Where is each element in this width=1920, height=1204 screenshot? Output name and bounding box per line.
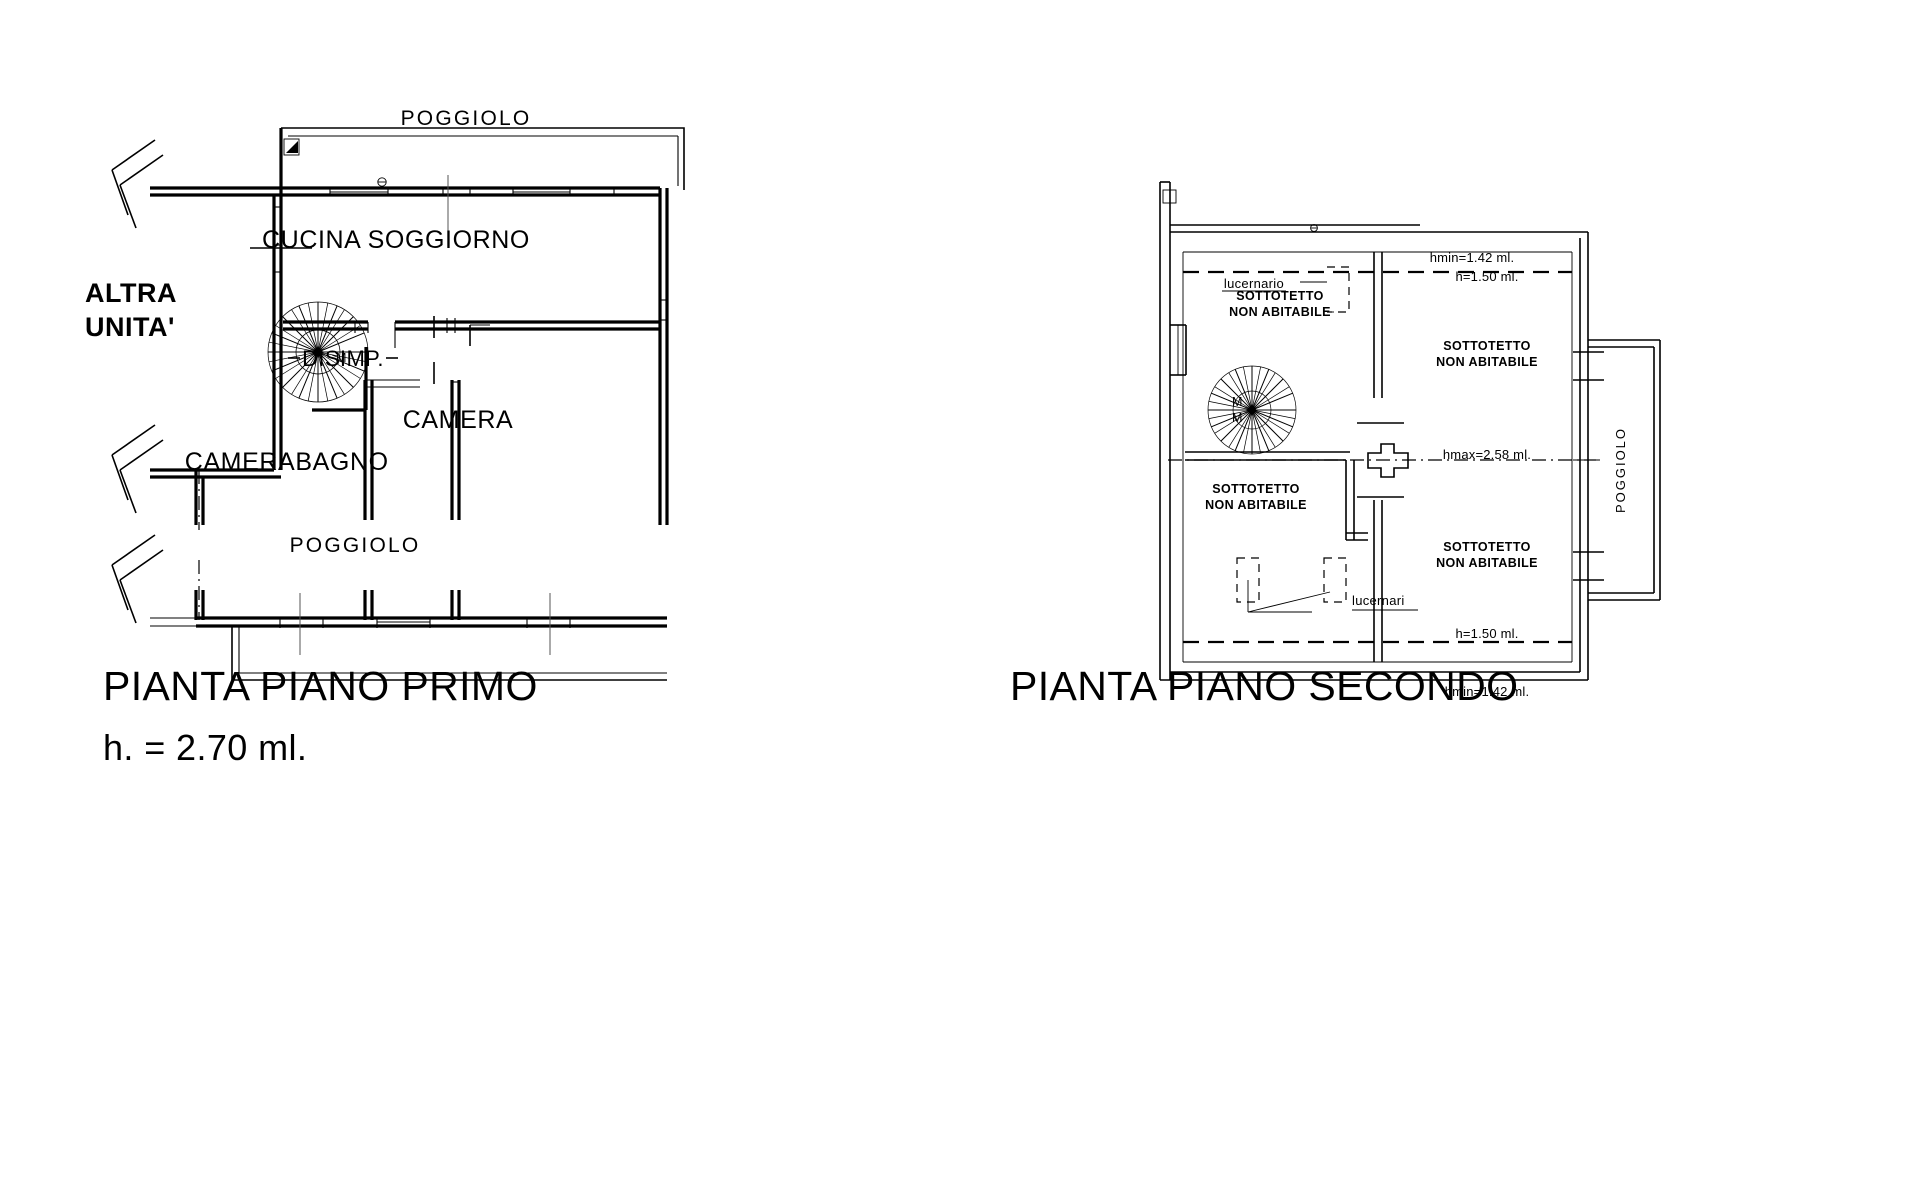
- label-attic-top-left-1: SOTTOTETTO: [1236, 289, 1324, 303]
- second-balcony-right: [1573, 339, 1661, 601]
- label-hmax-middle: hmax=2.58 ml.: [1443, 447, 1531, 462]
- second-outer-walls: [1159, 181, 1589, 681]
- label-hmin-bottom: hmin=1.42 ml.: [1445, 684, 1530, 699]
- label-attic-bottom-right-2: NON ABITABILE: [1436, 556, 1538, 570]
- label-hallway: DISIMP.: [302, 346, 384, 371]
- left-partition-walls: [272, 195, 283, 470]
- second-inner-outline: [1182, 251, 1573, 663]
- label-hmin-top: hmin=1.42 ml.: [1430, 250, 1515, 265]
- break-symbol-bottom-left: [111, 534, 164, 624]
- spiral-staircase-second-floor: M M: [1207, 365, 1297, 455]
- label-balcony-bottom: POGGIOLO: [290, 534, 421, 557]
- balcony-top-outline: [279, 127, 685, 195]
- label-attic-top-right-1: SOTTOTETTO: [1443, 339, 1531, 353]
- second-corner-marker: [1162, 189, 1177, 204]
- skylight-upper-group: [1300, 266, 1350, 313]
- plan-second-title: PIANTA PIANO SECONDO: [1010, 663, 1518, 709]
- second-internal-partitions: [1170, 252, 1404, 662]
- balcony-corner-marker: [283, 138, 300, 156]
- label-attic-bottom-left-2: NON ABITABILE: [1205, 498, 1307, 512]
- label-other-unit-line2: UNITA': [85, 312, 175, 342]
- label-attic-bottom-left-1: SOTTOTETTO: [1212, 482, 1300, 496]
- plan-first-floor: M POGGIOLO CUCINA SOGGIORNO DISIMP. CAME…: [85, 107, 685, 768]
- label-h-bottom: h=1.50 ml.: [1455, 626, 1518, 641]
- balcony-bottom-outline: [231, 626, 667, 681]
- right-exterior-wall: [658, 188, 669, 525]
- spiral-staircase-first-floor: M: [267, 301, 369, 412]
- svg-text:M: M: [1232, 395, 1243, 409]
- fixture-top-wall: [377, 177, 387, 187]
- bottom-exterior-wall: [150, 560, 667, 655]
- label-bathroom: BAGNO: [295, 448, 388, 476]
- upper-left-exterior-wall: [111, 139, 281, 229]
- label-kitchen-living: CUCINA SOGGIORNO: [262, 226, 530, 254]
- plan-first-title: PIANTA PIANO PRIMO: [103, 663, 538, 709]
- plan-second-floor: M M lucernario lucernari: [1010, 181, 1661, 709]
- label-skylight-upper: lucernario: [1224, 276, 1284, 291]
- mid-horizontal-wall: [394, 318, 660, 348]
- ridge-cross-symbol: [1367, 443, 1409, 478]
- label-second-balcony: POGGIOLO: [1613, 427, 1628, 513]
- label-attic-top-right-2: NON ABITABILE: [1436, 355, 1538, 369]
- label-balcony-top: POGGIOLO: [401, 107, 532, 130]
- plan-first-subtitle: h. = 2.70 ml.: [103, 727, 307, 768]
- second-fixture-top: [1310, 224, 1318, 232]
- left-zone-walls: [111, 424, 281, 530]
- bagno-right-wall: [450, 380, 461, 520]
- svg-text:M: M: [1232, 411, 1243, 425]
- skylight-lower-group: [1236, 557, 1347, 613]
- label-h-top: h=1.50 ml.: [1455, 269, 1518, 284]
- label-bedroom-left: CAMERA: [185, 448, 296, 476]
- svg-text:M: M: [336, 351, 347, 365]
- label-bedroom-right: CAMERA: [403, 406, 514, 434]
- label-skylight-lower: lucernari: [1352, 593, 1405, 608]
- top-exterior-wall: [281, 175, 660, 235]
- label-attic-bottom-right-1: SOTTOTETTO: [1443, 540, 1531, 554]
- hall-wall-stubs: [283, 320, 369, 333]
- label-attic-top-left-2: NON ABITABILE: [1229, 305, 1331, 319]
- label-other-unit-line1: ALTRA: [85, 278, 177, 308]
